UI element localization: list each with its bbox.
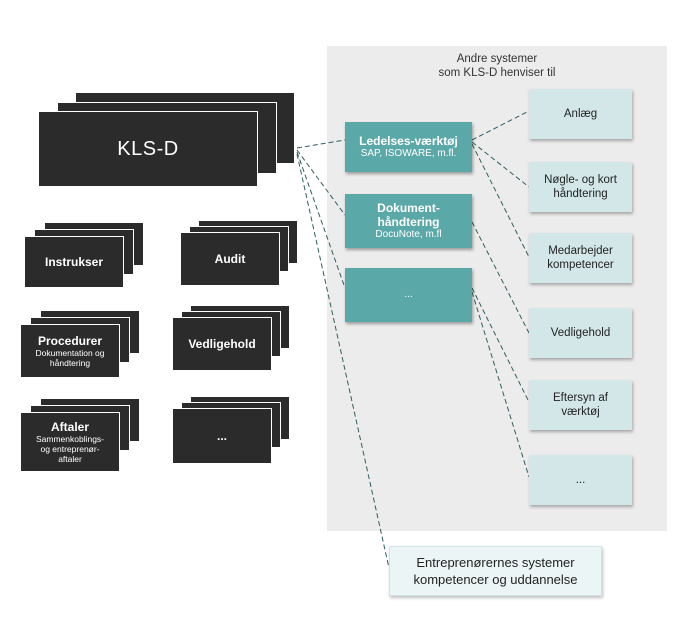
target-more-label: ... [575, 474, 586, 486]
bottom-line1: Entreprenørernes systemer [416, 555, 575, 570]
target-noegle-kort[interactable]: Nøgle- og kort håndtering [529, 162, 632, 212]
link-kls-ledelses [296, 139, 346, 149]
link-ledelses-noegle [471, 141, 530, 188]
instrukser-document[interactable]: Instrukser [24, 236, 124, 288]
system-ledelses-sub: SAP, ISOWARE, m.fl. [360, 148, 457, 159]
system-dokumenthaandtering[interactable]: Dokument- håndtering DocuNote, m.fl [345, 194, 472, 248]
audit-document[interactable]: Audit [180, 232, 280, 286]
system-ledelses-title: Ledelses-værktøj [359, 134, 458, 148]
system-ledelses-vaerktoej[interactable]: Ledelses-værktøj SAP, ISOWARE, m.fl. [345, 122, 472, 172]
link-ledelses-anlaeg [471, 110, 530, 141]
target-noegle-line1: Nøgle- og kort [544, 174, 617, 186]
target-medarbejder-line2: kompetencer [547, 259, 614, 271]
link-ledelses-medarbejder [471, 143, 530, 258]
system-more[interactable]: ... [345, 268, 472, 322]
aftaler-document[interactable]: Aftaler Sammenkoblings- og entreprenør- … [20, 412, 120, 472]
target-anlaeg[interactable]: Anlæg [529, 89, 632, 139]
procedurer-document[interactable]: Procedurer Dokumentation og håndtering [20, 324, 120, 378]
aftaler-sub-line1: Sammenkoblings- [35, 434, 105, 444]
target-eftersyn-line2: værktøj [561, 406, 600, 418]
target-eftersyn[interactable]: Eftersyn af værktøj [529, 380, 632, 430]
target-anlaeg-label: Anlæg [563, 108, 598, 120]
link-kls-bottom [296, 153, 390, 569]
system-dokument-title-line2: håndtering [377, 215, 440, 229]
vedligehold-document[interactable]: Vedligehold [172, 317, 272, 371]
system-more-title: ... [404, 289, 413, 300]
link-more-eftersyn [471, 287, 530, 403]
other-systems-title-line2: som KLS-D henviser til [438, 67, 556, 79]
kls-title: KLS-D [117, 137, 179, 160]
audit-title: Audit [214, 252, 246, 266]
aftaler-sub-line2: og entreprenør- [40, 444, 100, 454]
target-medarbejder-line1: Medarbejder [548, 245, 613, 257]
procedurer-sub-line2: håndtering [49, 358, 91, 368]
entreprenoer-systemer-box[interactable]: Entreprenørernes systemer kompetencer og… [389, 546, 602, 596]
target-vedligehold-label: Vedligehold [550, 327, 611, 339]
target-eftersyn-line1: Eftersyn af [553, 392, 608, 404]
kls-document[interactable]: KLS-D [38, 111, 258, 187]
vedligehold-title: Vedligehold [188, 337, 256, 351]
system-dokument-sub: DocuNote, m.fl [375, 229, 442, 240]
target-more[interactable]: ... [529, 455, 632, 505]
link-kls-more [296, 151, 346, 289]
instrukser-title: Instrukser [44, 255, 104, 269]
system-dokument-title-line1: Dokument- [377, 201, 440, 215]
aftaler-title: Aftaler [50, 420, 89, 434]
aftaler-sub-line3: aftaler [58, 454, 82, 464]
procedurer-title: Procedurer [37, 334, 103, 348]
other-systems-title-line1: Andre systemer [456, 53, 538, 65]
other-systems-title: Andre systemer som KLS-D henviser til [327, 52, 667, 80]
procedurer-sub-line1: Dokumentation og [35, 348, 105, 358]
target-medarbejder[interactable]: Medarbejder kompetencer [529, 233, 632, 283]
link-dokument-vedligehold [471, 221, 530, 334]
link-more-target-more [471, 291, 530, 478]
link-kls-dokument [296, 149, 346, 216]
more-documents[interactable]: ... [172, 408, 272, 464]
more-documents-title: ... [216, 429, 227, 443]
target-noegle-line2: håndtering [553, 188, 608, 200]
bottom-line2: kompetencer og uddannelse [413, 572, 578, 587]
target-vedligehold[interactable]: Vedligehold [529, 308, 632, 358]
